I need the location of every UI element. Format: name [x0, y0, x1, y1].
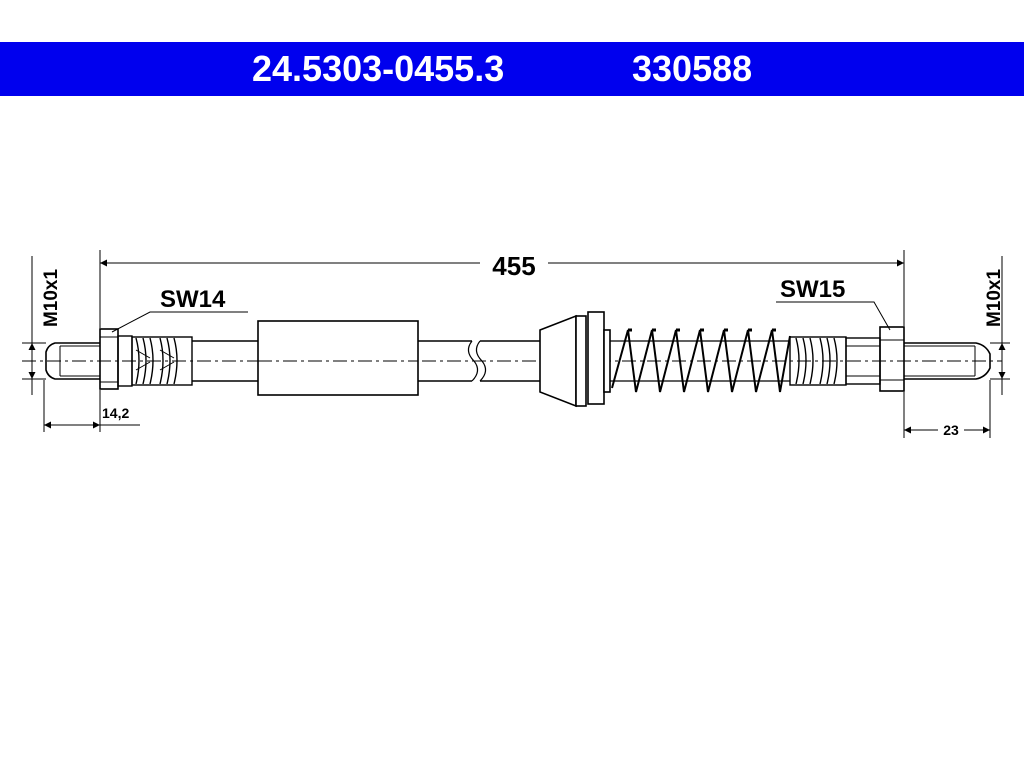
part-number: 24.5303-0455.3: [252, 48, 505, 89]
right-thread-dimension: [990, 256, 1010, 395]
title-bar: 24.5303-0455.3 330588: [0, 42, 1024, 96]
hose-middle-section: [418, 340, 540, 382]
left-threaded-fitting: [45, 342, 100, 380]
mounting-cone: [539, 311, 611, 408]
left-thread-label: M10x1: [41, 269, 62, 328]
overall-length-label: 455: [492, 251, 535, 281]
protective-spring: [610, 328, 791, 393]
left-fitting-length-dimension: [43, 380, 140, 432]
reference-number: 330588: [632, 48, 753, 89]
right-fitting-length-dimension: [903, 380, 991, 438]
right-threaded-fitting: [904, 342, 991, 380]
right-wrench-leader: [776, 301, 891, 331]
right-thread-label: M10x1: [984, 269, 1005, 328]
right-fitting-length-label: 23: [943, 422, 959, 438]
left-fitting-length-label: 14,2: [102, 405, 129, 421]
left-thread-dimension: [22, 256, 46, 395]
left-hex-nut: [99, 328, 119, 390]
hose-left-section: [192, 340, 258, 382]
overall-length-dimension: [99, 250, 905, 328]
right-hex-nut: [879, 326, 905, 392]
left-wrench-size-label: SW14: [160, 286, 226, 313]
protective-sleeve: [257, 320, 419, 396]
right-wrench-size-label: SW15: [780, 276, 845, 303]
left-wrench-leader: [111, 311, 248, 333]
left-crimp-sleeve: [117, 335, 193, 387]
